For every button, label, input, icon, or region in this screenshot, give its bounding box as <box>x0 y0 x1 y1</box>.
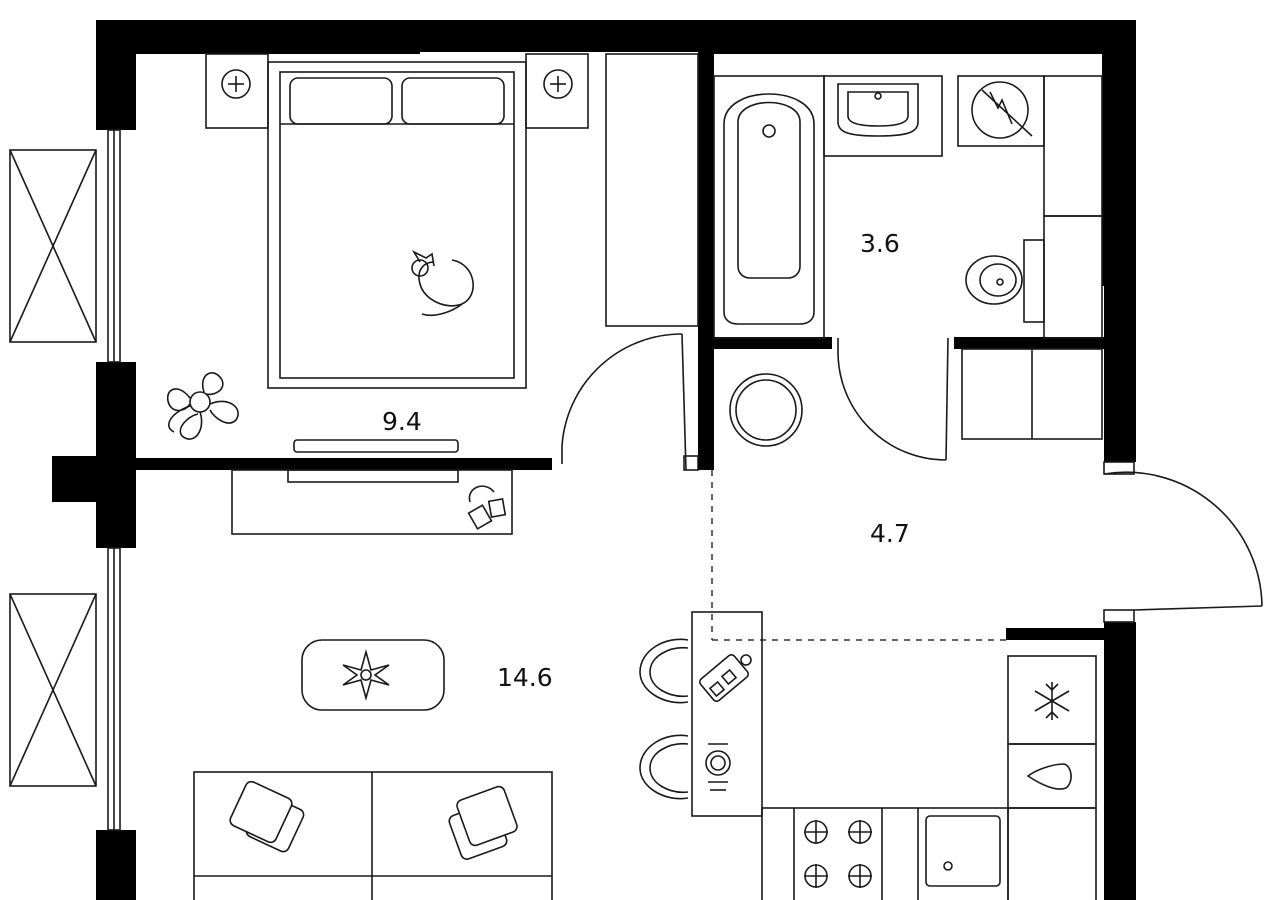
sofa-pillow-left <box>229 780 305 853</box>
window-upper <box>9 129 121 363</box>
wall-left-middle <box>96 362 136 548</box>
flower-icon <box>342 649 390 701</box>
window-lower <box>9 547 121 831</box>
bedside-table-right <box>525 53 589 129</box>
coffee-table <box>301 639 445 711</box>
hallway-area-label: 4.7 <box>870 519 910 548</box>
living-kitchen-area-label: 14.6 <box>497 663 553 692</box>
cutting-board-icon <box>698 653 752 703</box>
stove-icon <box>804 820 872 888</box>
entrance-door <box>1103 461 1263 623</box>
toilet-icon <box>965 239 1045 323</box>
wardrobe <box>605 53 699 327</box>
wall-top-middle <box>420 20 700 52</box>
bar-stool-lower <box>639 734 689 800</box>
bedroom-door <box>561 333 699 471</box>
zone-divider-dashed <box>711 470 1006 641</box>
bedroom-area-label: 9.4 <box>382 407 422 436</box>
washing-machine <box>957 75 1045 147</box>
bedside-table-left <box>205 53 269 129</box>
water-drop-icon <box>1026 763 1072 790</box>
cat-icon <box>411 250 474 317</box>
walls <box>52 20 1136 900</box>
wall-bath-bottom-right <box>954 337 1104 349</box>
wall-right-mid <box>1104 286 1136 462</box>
headphones-icon <box>467 485 507 530</box>
sink <box>823 75 943 157</box>
bathtub <box>713 75 825 339</box>
wall-right-lower <box>1104 622 1136 900</box>
bar-counter <box>691 611 763 817</box>
sofa <box>193 771 553 900</box>
plate-cutlery-icon <box>705 743 731 791</box>
bar-stool-upper <box>639 638 689 704</box>
wall-right-upper <box>1102 20 1136 286</box>
bathroom-door <box>837 337 949 461</box>
wall-left-lower <box>96 830 136 900</box>
sofa-pillow-right <box>448 785 518 860</box>
kitchen-sink <box>925 815 1001 887</box>
round-rug <box>729 373 803 447</box>
wall-bedroom-bath-divider <box>698 40 714 470</box>
wall-bedroom-bottom <box>136 458 552 470</box>
wall-kitchen-stub <box>1006 628 1106 640</box>
freezer-snowflake-icon <box>1034 682 1070 720</box>
wall-bath-bottom-left <box>712 337 832 349</box>
plant-icon <box>166 372 239 440</box>
wall-top-bath <box>700 20 1136 54</box>
wall-top-bedroom <box>96 20 420 54</box>
tv-stand-living <box>231 469 513 535</box>
tv-stand-bedroom <box>293 439 459 453</box>
wall-left-upper <box>96 20 136 130</box>
wall-left-bump <box>52 456 136 502</box>
bathroom-cabinet <box>1043 75 1103 339</box>
bathroom-area-label: 3.6 <box>860 229 900 258</box>
hallway-closet <box>961 348 1103 440</box>
double-bed <box>267 61 527 389</box>
kitchen-counter-bottom <box>761 807 1009 900</box>
